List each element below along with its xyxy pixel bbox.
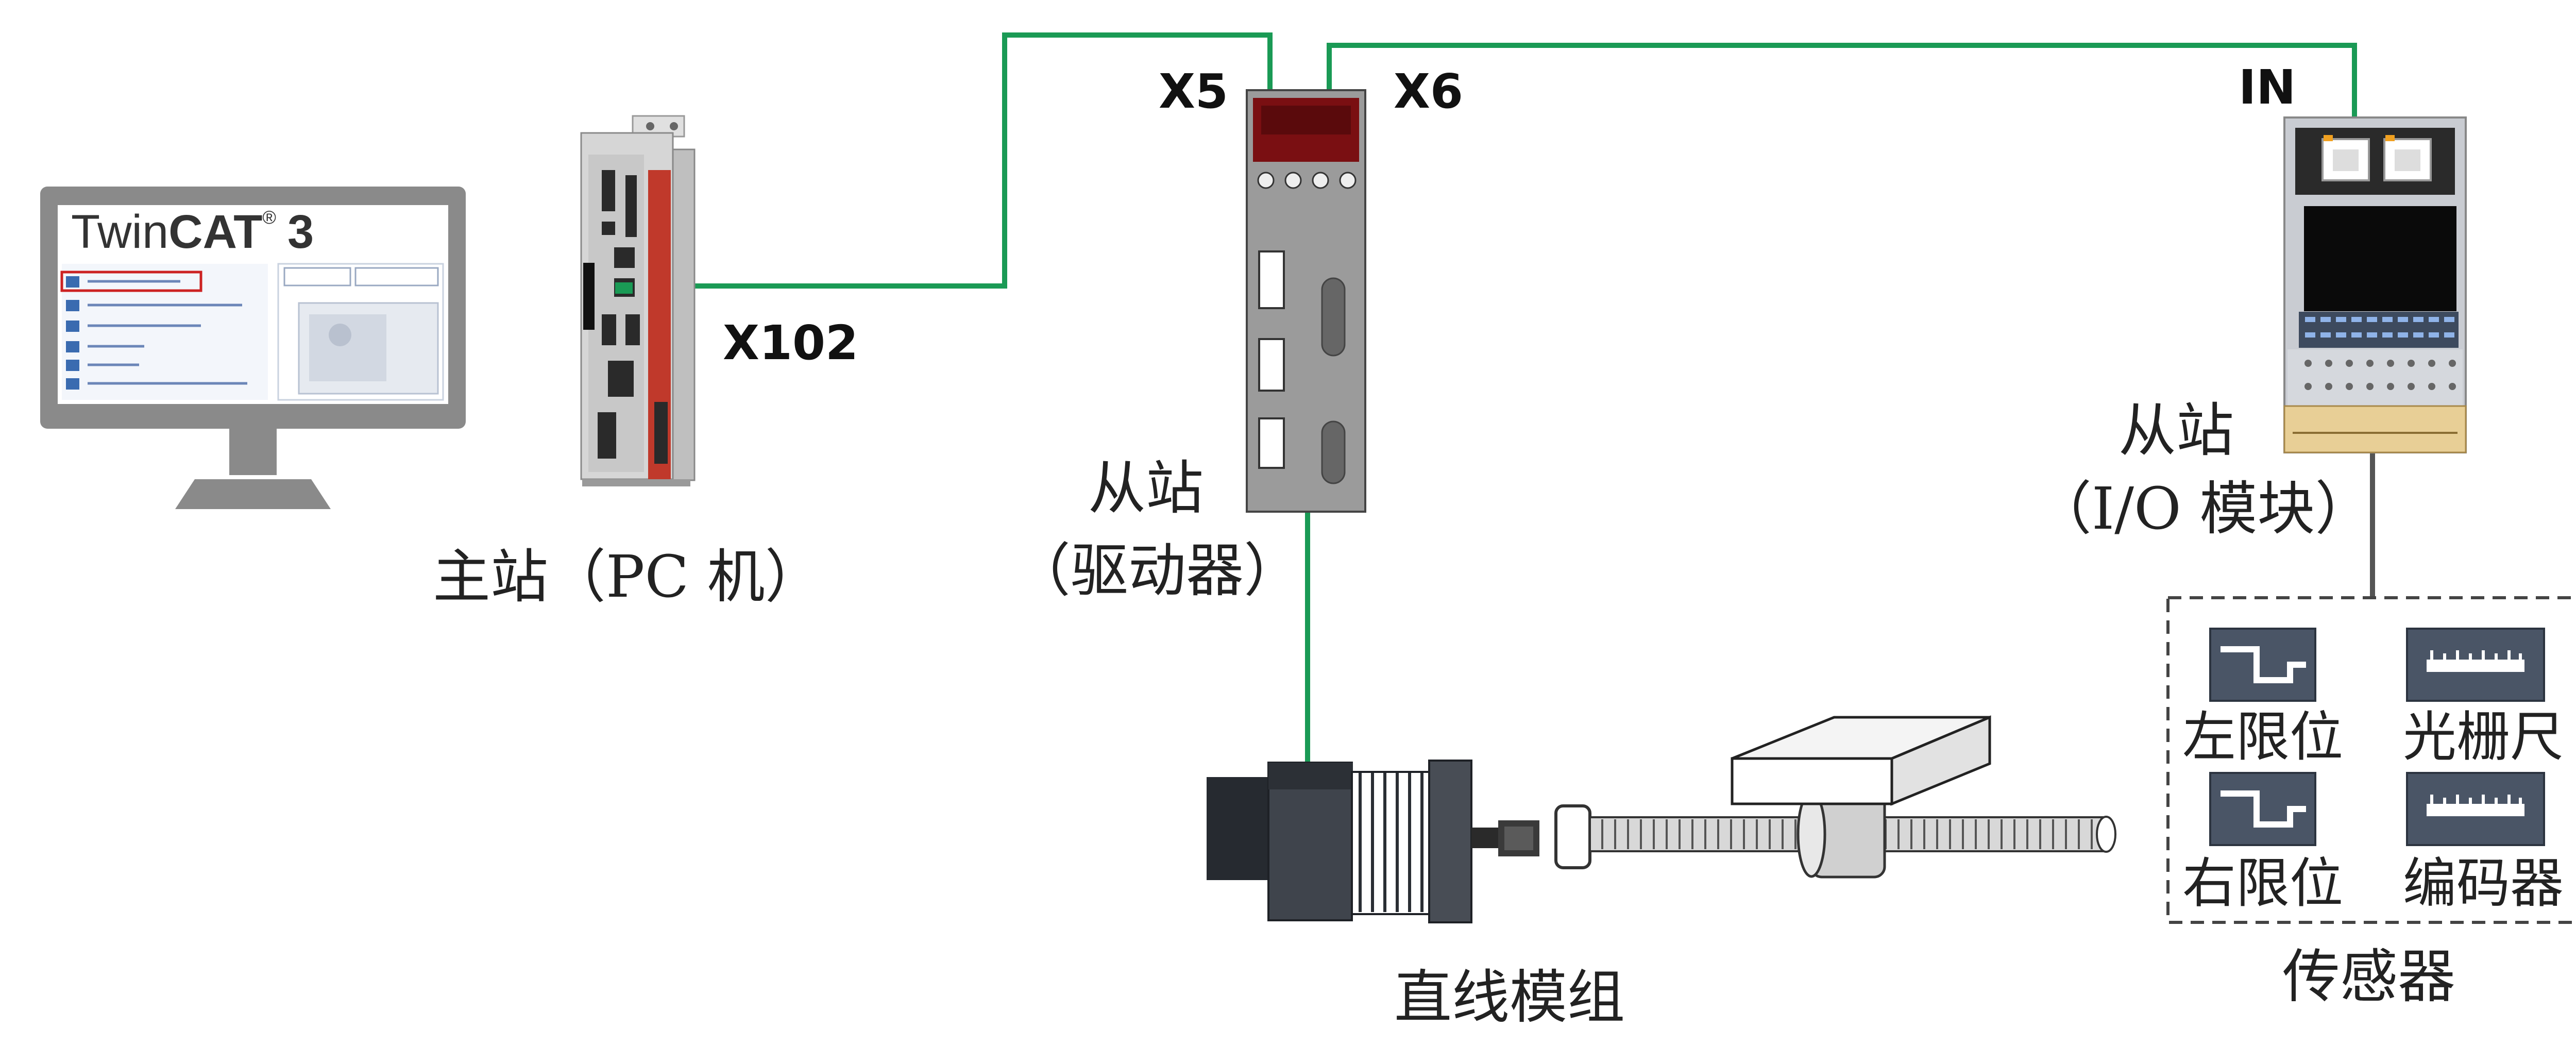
screen-list-icons bbox=[66, 276, 79, 390]
cable-x6-to-io-in bbox=[1327, 43, 2357, 137]
ipc-bottom bbox=[582, 479, 690, 486]
ipc-ports bbox=[598, 170, 668, 464]
sensor-group bbox=[2166, 596, 2576, 924]
screen-preview-inner bbox=[309, 314, 386, 381]
drive-connectors bbox=[1258, 250, 1285, 469]
coupling-highlight bbox=[1504, 827, 1533, 850]
ipc-x102-port bbox=[615, 282, 633, 294]
master-ipc bbox=[580, 115, 696, 486]
motor-connector bbox=[1268, 763, 1353, 789]
slider-plate-front bbox=[1731, 757, 1893, 805]
slider-plate-side bbox=[1890, 715, 1991, 806]
screen-preview-figure bbox=[329, 324, 351, 346]
io-terminal-block bbox=[2283, 405, 2467, 453]
io-led-row bbox=[2305, 317, 2454, 338]
left-limit-icon bbox=[2209, 628, 2316, 702]
ethercat-cables bbox=[634, 32, 2375, 763]
servo-drive bbox=[1246, 89, 1366, 513]
monitor-base bbox=[175, 479, 331, 509]
drive-buttons bbox=[1257, 172, 1357, 189]
screen-left-panel bbox=[62, 264, 268, 400]
grating-ruler-icon bbox=[2406, 628, 2545, 702]
motor-flange bbox=[1428, 760, 1472, 923]
screen-list-rows bbox=[88, 280, 247, 385]
io-module bbox=[2283, 116, 2467, 453]
io-screen bbox=[2304, 206, 2456, 311]
motor-shaft bbox=[1471, 828, 1498, 848]
motor-fins bbox=[1359, 773, 1423, 912]
bearing-bracket bbox=[1554, 804, 1591, 869]
ipc-side-panel bbox=[672, 148, 696, 481]
sensor-group-border bbox=[2166, 596, 2576, 924]
right-limit-icon bbox=[2209, 772, 2316, 846]
screen-tab-1 bbox=[283, 267, 351, 286]
monitor-neck bbox=[229, 429, 277, 475]
screen-tab-2 bbox=[354, 267, 439, 286]
motor-rear-cap bbox=[1207, 777, 1273, 880]
io-terminal-dots bbox=[2304, 360, 2456, 390]
io-terminal-area bbox=[2287, 349, 2463, 406]
screw-end bbox=[2096, 816, 2116, 853]
cable-x102-to-x5 bbox=[634, 32, 1273, 289]
linear-module bbox=[1207, 715, 2116, 923]
screen-highlight-row bbox=[60, 271, 202, 292]
encoder-icon bbox=[2406, 772, 2545, 846]
master-pc-monitor bbox=[40, 187, 466, 509]
drive-slots bbox=[1321, 277, 1346, 484]
drive-display-window bbox=[1261, 106, 1351, 134]
motor-fin-block bbox=[1351, 771, 1430, 915]
io-rj45-ports bbox=[2321, 135, 2432, 181]
ipc-cf-slot bbox=[583, 263, 595, 330]
